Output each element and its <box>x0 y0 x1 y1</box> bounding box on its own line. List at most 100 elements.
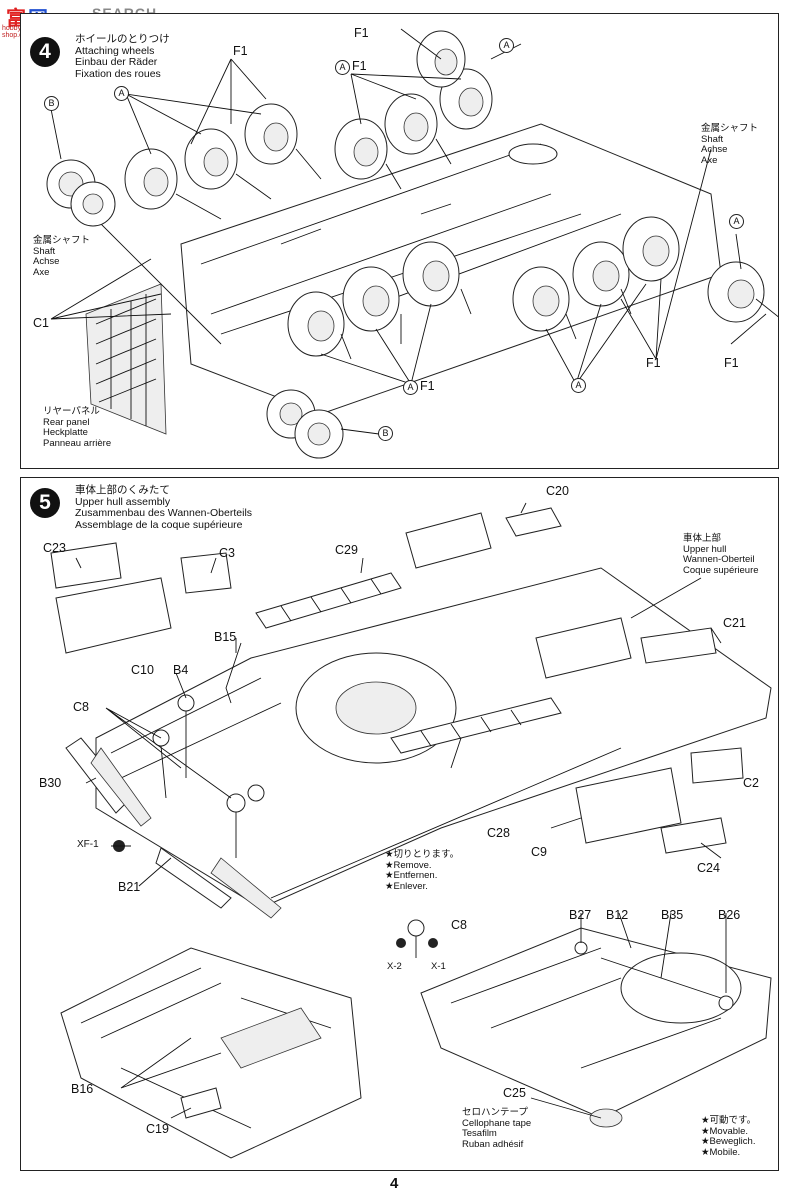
logo-url: hobby-shop.com <box>2 25 33 39</box>
movable-de: ★Beweglich. <box>701 1136 756 1147</box>
label-x2: X-2 <box>387 961 402 972</box>
shaft-left-ja: 金属シャフト <box>33 235 91 246</box>
label-c8-inset: C8 <box>451 918 467 932</box>
upper-hull-de: Wannen-Oberteil <box>683 554 755 565</box>
rear-panel-fr: Panneau arrière <box>43 437 112 449</box>
callout-a-6: A <box>729 214 744 229</box>
label-b35: B35 <box>661 908 684 922</box>
upper-hull-fr: Coque supérieure <box>683 564 759 576</box>
roadwheels-bottom <box>287 216 778 357</box>
step4-title-ja: ホイールのとりつけ <box>75 33 170 45</box>
fenders <box>65 737 282 919</box>
tape-ja: セロハンテープ <box>462 1107 528 1118</box>
label-b26: B26 <box>718 908 741 922</box>
step5-number: 5 <box>30 488 60 518</box>
label-c28: C28 <box>487 826 510 840</box>
step4-number: 4 <box>30 37 60 67</box>
roadwheels-top <box>124 28 493 210</box>
page-number: 4 <box>390 1175 399 1192</box>
remove-inset <box>396 919 438 958</box>
label-c19: C19 <box>146 1122 169 1136</box>
shaft-right-ja: 金属シャフト <box>701 123 759 134</box>
sprocket-bottom <box>266 389 344 459</box>
shaft-note-left: 金属シャフト Shaft Achse Axe <box>33 235 91 278</box>
label-c24: C24 <box>697 861 720 875</box>
label-c1: C1 <box>33 316 49 330</box>
label-b21: B21 <box>118 880 141 894</box>
step4-title-en: Attaching wheels <box>75 44 155 57</box>
remove-fr: ★Enlever. <box>385 880 428 892</box>
label-c20: C20 <box>546 484 569 498</box>
movable-fr: ★Mobile. <box>701 1146 741 1158</box>
step5-title-fr: Assemblage de la coque supérieure <box>75 518 243 531</box>
label-f1-top: F1 <box>233 44 248 58</box>
label-c8: C8 <box>73 700 89 714</box>
tape-note: セロハンテープ Cellophane tape Tesafilm Ruban a… <box>462 1107 532 1150</box>
shaft-right-en: Shaft <box>701 133 724 145</box>
remove-ja: ★切りとります。 <box>385 849 460 860</box>
step5-title: 車体上部のくみたて Upper hull assembly Zusammenba… <box>75 484 253 531</box>
step4-title-fr: Fixation des roues <box>75 67 161 80</box>
label-f1-topright: F1 <box>354 26 369 40</box>
label-c10: C10 <box>131 663 154 677</box>
label-b12: B12 <box>606 908 629 922</box>
rear-panel-en: Rear panel <box>43 416 90 428</box>
step4-title: ホイールのとりつけ Attaching wheels Einbau der Rä… <box>75 33 170 80</box>
step5-panel: 5 車体上部のくみたて Upper hull assembly Zusammen… <box>20 477 779 1171</box>
tape-fr: Ruban adhésif <box>462 1138 524 1150</box>
step5-title-de: Zusammenbau des Wannen-Oberteils <box>75 507 253 519</box>
label-c25: C25 <box>503 1086 526 1100</box>
step5-drawing <box>50 502 772 1159</box>
remove-de: ★Entfernen. <box>385 870 438 881</box>
shaft-left-de: Achse <box>33 256 60 267</box>
label-c23: C23 <box>43 541 66 555</box>
shaft-left-en: Shaft <box>33 245 56 257</box>
tape-en: Cellophane tape <box>462 1117 532 1129</box>
movable-en: ★Movable. <box>701 1125 749 1137</box>
label-x1: X-1 <box>431 961 446 972</box>
movable-note: ★可動です。 ★Movable. ★Beweglich. ★Mobile. <box>701 1115 757 1158</box>
suspension-arms <box>175 138 632 360</box>
label-b15: B15 <box>214 630 237 644</box>
remove-en: ★Remove. <box>385 859 432 871</box>
remove-note: ★切りとります。 ★Remove. ★Entfernen. ★Enlever. <box>385 849 460 892</box>
leader-lines <box>50 43 767 435</box>
label-b4: B4 <box>173 663 189 677</box>
callout-b-2: B <box>378 426 393 441</box>
label-c2: C2 <box>743 776 759 790</box>
rear-panel-note: リヤーパネル Rear panel Heckplatte Panneau arr… <box>43 406 112 449</box>
step4-drawing <box>46 28 778 459</box>
step5-leaders <box>75 502 727 1119</box>
upper-hull-note: 車体上部 Upper hull Wannen-Oberteil Coque su… <box>683 533 759 576</box>
movable-ja: ★可動です。 <box>701 1115 757 1126</box>
step4-title-de: Einbau der Räder <box>75 56 158 68</box>
callout-b-1: B <box>44 96 59 111</box>
callout-a-5: A <box>571 378 586 393</box>
label-f1-right-b: F1 <box>724 356 739 370</box>
shaft-left-fr: Axe <box>33 266 50 278</box>
callout-a-4: A <box>403 380 418 395</box>
callout-a-3: A <box>335 60 350 75</box>
shaft-note-right: 金属シャフト Shaft Achse Axe <box>701 123 759 166</box>
tape-de: Tesafilm <box>462 1128 497 1139</box>
label-f1-right-a: F1 <box>646 356 661 370</box>
stowage-boxes <box>50 542 744 854</box>
rear-panel-shape <box>85 283 167 435</box>
label-a-f1-bottom: F1 <box>420 379 435 393</box>
label-c9: C9 <box>531 845 547 859</box>
label-a-f1-top: F1 <box>352 59 367 73</box>
label-c21: C21 <box>723 616 746 630</box>
engine-deck-parts <box>255 507 717 754</box>
label-b30: B30 <box>39 776 62 790</box>
step5-title-ja: 車体上部のくみたて <box>75 484 170 496</box>
rear-panel-ja: リヤーパネル <box>43 406 100 417</box>
upper-hull-en: Upper hull <box>683 543 727 555</box>
tow-hooks <box>152 642 265 858</box>
step5-title-en: Upper hull assembly <box>75 495 171 508</box>
step4-panel: 4 ホイールのとりつけ Attaching wheels Einbau der … <box>20 13 779 469</box>
rear-view-right <box>420 927 772 1128</box>
label-c29: C29 <box>335 543 358 557</box>
label-b16: B16 <box>71 1082 94 1096</box>
shaft-right-de: Achse <box>701 144 728 155</box>
shaft-right-fr: Axe <box>701 154 718 166</box>
